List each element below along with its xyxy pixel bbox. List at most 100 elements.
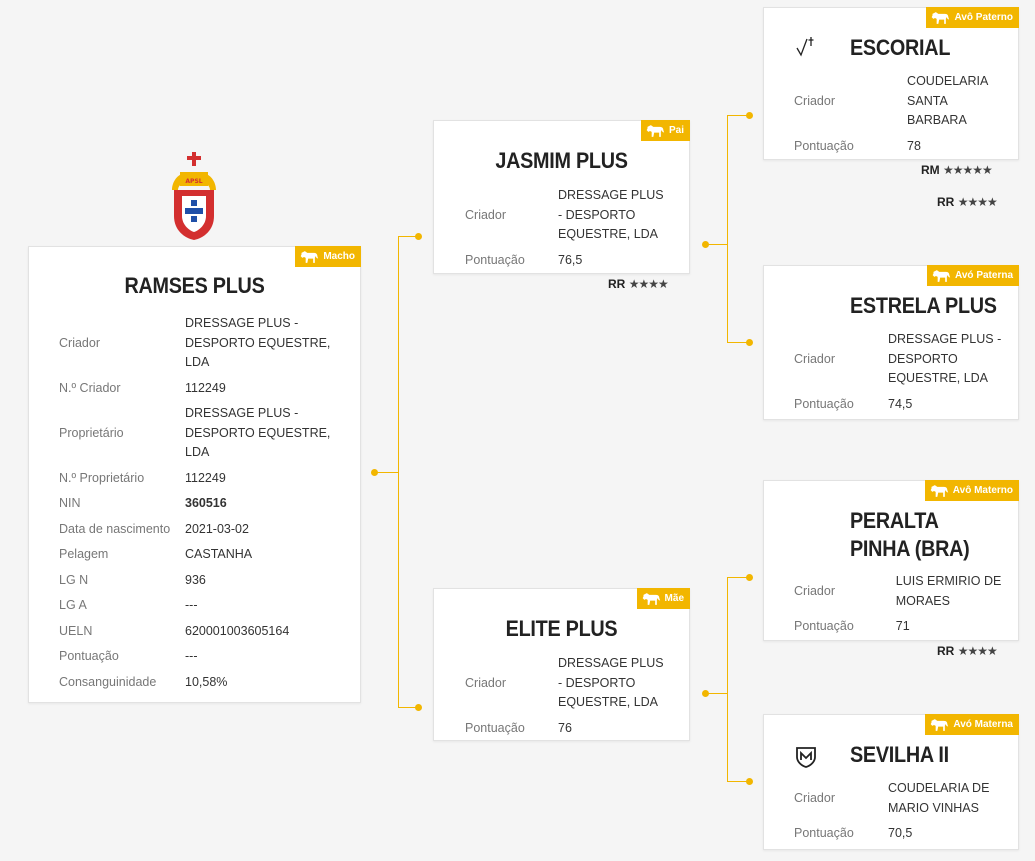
detail-row: NIN 360516 (59, 491, 339, 517)
avo-paterna-card[interactable]: Avó Paterna ESTRELA PLUS Criador DRESSAG… (763, 265, 1019, 420)
pontuacao-label: Pontuação (794, 138, 854, 153)
avo-materno-card[interactable]: Avô Materno PERALTA PINHA (BRA) Criador … (763, 480, 1019, 641)
criador-label: Criador (465, 675, 506, 690)
mae-badge: Mãe (636, 588, 690, 609)
detail-label: Pontuação (59, 649, 119, 663)
pai-name[interactable]: JASMIM PLUS (495, 148, 628, 173)
detail-label: Pelagem (59, 547, 109, 561)
mae-badge-label: Mãe (664, 593, 684, 604)
rating-stars: ★★★★ (628, 277, 669, 291)
pai-badge: Pai (640, 120, 690, 141)
horse-icon (929, 484, 949, 498)
avo-paterno-details: Criador COUDELARIA SANTA BARBARA Pontuaç… (794, 69, 1004, 159)
pontuacao-label: Pontuação (794, 619, 854, 633)
avo-materno-details: Criador LUIS ERMIRIO DE MORAES Pontuação… (794, 569, 1004, 640)
criador-value: LUIS ERMIRIO DE MORAES (895, 574, 1002, 608)
avo-materno-name[interactable]: PERALTA PINHA (BRA) (850, 508, 970, 561)
detail-row: LG A --- (59, 593, 339, 619)
criador-label: Criador (794, 351, 835, 366)
detail-label: LG N (59, 572, 89, 587)
detail-row: UELN 620001003605164 (59, 619, 339, 645)
mae-card[interactable]: Mãe ELITE PLUS Criador DRESSAGE PLUS - D… (433, 588, 690, 741)
rating-label: RR (937, 644, 955, 658)
avo-paterna-name[interactable]: ESTRELA PLUS (850, 293, 997, 318)
pontuacao-value: 76,5 (558, 252, 583, 267)
rating-stars: ★★★★ (957, 195, 998, 209)
detail-row: Pelagem CASTANHA (59, 542, 339, 568)
pontuacao-label: Pontuação (794, 396, 854, 411)
detail-row: Proprietário DRESSAGE PLUS - DESPORTO EQU… (59, 401, 339, 466)
horse-icon (930, 11, 950, 25)
detail-value: 112249 (185, 380, 226, 395)
pontuacao-value: 74,5 (888, 396, 913, 411)
criador-value: COUDELARIA DE MARIO VINHAS (888, 781, 990, 815)
avo-materno-rating: RR ★★★★ (937, 644, 998, 658)
rating-label: RR (608, 277, 626, 291)
mae-name[interactable]: ELITE PLUS (505, 616, 618, 641)
horse-icon (641, 592, 661, 606)
pai-rating: RR ★★★★ (608, 277, 669, 291)
avo-materna-badge: Avó Materna (925, 714, 1019, 735)
detail-value: DRESSAGE PLUS - DESPORTO EQUESTRE, LDA (185, 316, 331, 369)
avo-materno-badge-label: Avô Materno (952, 485, 1013, 496)
detail-row: LG N 936 (59, 568, 339, 594)
avo-paterno-badge: Avô Paterno (926, 7, 1019, 28)
criador-label: Criador (794, 790, 835, 805)
pai-card[interactable]: Pai JASMIM PLUS Criador DRESSAGE PLUS - … (433, 120, 690, 274)
detail-value: 360516 (185, 496, 227, 510)
pontuacao-value: 76 (558, 720, 572, 735)
detail-value: 2021-03-02 (185, 521, 249, 536)
detail-label: NIN (59, 496, 81, 510)
detail-label: UELN (59, 623, 93, 638)
criador-value: COUDELARIA SANTA BARBARA (907, 74, 988, 127)
detail-label: LG A (59, 598, 87, 612)
detail-label: Criador (59, 335, 100, 350)
brand-shield-icon (794, 745, 818, 769)
criador-value: DRESSAGE PLUS - DESPORTO EQUESTRE, LDA (888, 332, 1002, 385)
avo-materna-badge-label: Avó Materna (953, 719, 1013, 730)
avo-paterna-badge-label: Avó Paterna (955, 270, 1013, 281)
pontuacao-label: Pontuação (465, 720, 525, 735)
pontuacao-value: 78 (907, 138, 921, 153)
rating-label: RM (921, 163, 940, 177)
detail-value: 112249 (185, 470, 226, 485)
sex-badge-label: Macho (323, 251, 355, 262)
logo-text: APSL (185, 178, 202, 185)
detail-value: CASTANHA (185, 547, 253, 561)
avo-materna-name[interactable]: SEVILHA II (850, 742, 949, 767)
pontuacao-value: 70,5 (888, 826, 913, 840)
pontuacao-label: Pontuação (465, 252, 525, 267)
detail-value: --- (185, 598, 198, 612)
detail-value: 936 (185, 572, 206, 587)
horse-icon (929, 718, 949, 732)
criador-value: DRESSAGE PLUS - DESPORTO EQUESTRE, LDA (558, 188, 664, 241)
rating-label: RR (937, 195, 955, 209)
pontuacao-label: Pontuação (794, 826, 854, 840)
avo-paterno-name[interactable]: ESCORIAL (850, 35, 951, 60)
detail-label: Data de nascimento (59, 521, 171, 536)
breeder-mark-icon (794, 35, 820, 61)
detail-label: Proprietário (59, 425, 124, 440)
detail-value: 620001003605164 (185, 623, 290, 638)
detail-row: Data de nascimento 2021-03-02 (59, 517, 339, 543)
horse-icon (299, 250, 319, 264)
detail-label: N.º Proprietário (59, 470, 145, 485)
avo-materna-card[interactable]: Avó Materna SEVILHA II Criador COUDELARI… (763, 714, 1019, 850)
avo-paterno-rating-2: RR ★★★★ (937, 195, 998, 209)
apsl-coat-of-arms-logo: APSL (166, 150, 222, 242)
rating-stars: ★★★★★ (943, 163, 993, 177)
pontuacao-value: 71 (895, 619, 910, 633)
sex-badge: Macho (295, 246, 361, 267)
avo-paterno-rating-1: RM ★★★★★ (921, 163, 993, 177)
avo-paterna-details: Criador DRESSAGE PLUS - DESPORTO EQUESTR… (794, 327, 1004, 417)
detail-value: DRESSAGE PLUS - DESPORTO EQUESTRE, LDA (185, 406, 331, 459)
horse-icon (645, 124, 665, 138)
pai-badge-label: Pai (668, 125, 684, 136)
detail-value: 10,58% (185, 674, 228, 689)
horse-icon (931, 269, 951, 283)
avo-paterno-card[interactable]: Avô Paterno ESCORIAL Criador COUDELARIA … (763, 7, 1019, 160)
detail-row: Criador DRESSAGE PLUS - DESPORTO EQUESTRE… (59, 311, 339, 376)
criador-label: Criador (794, 93, 835, 108)
